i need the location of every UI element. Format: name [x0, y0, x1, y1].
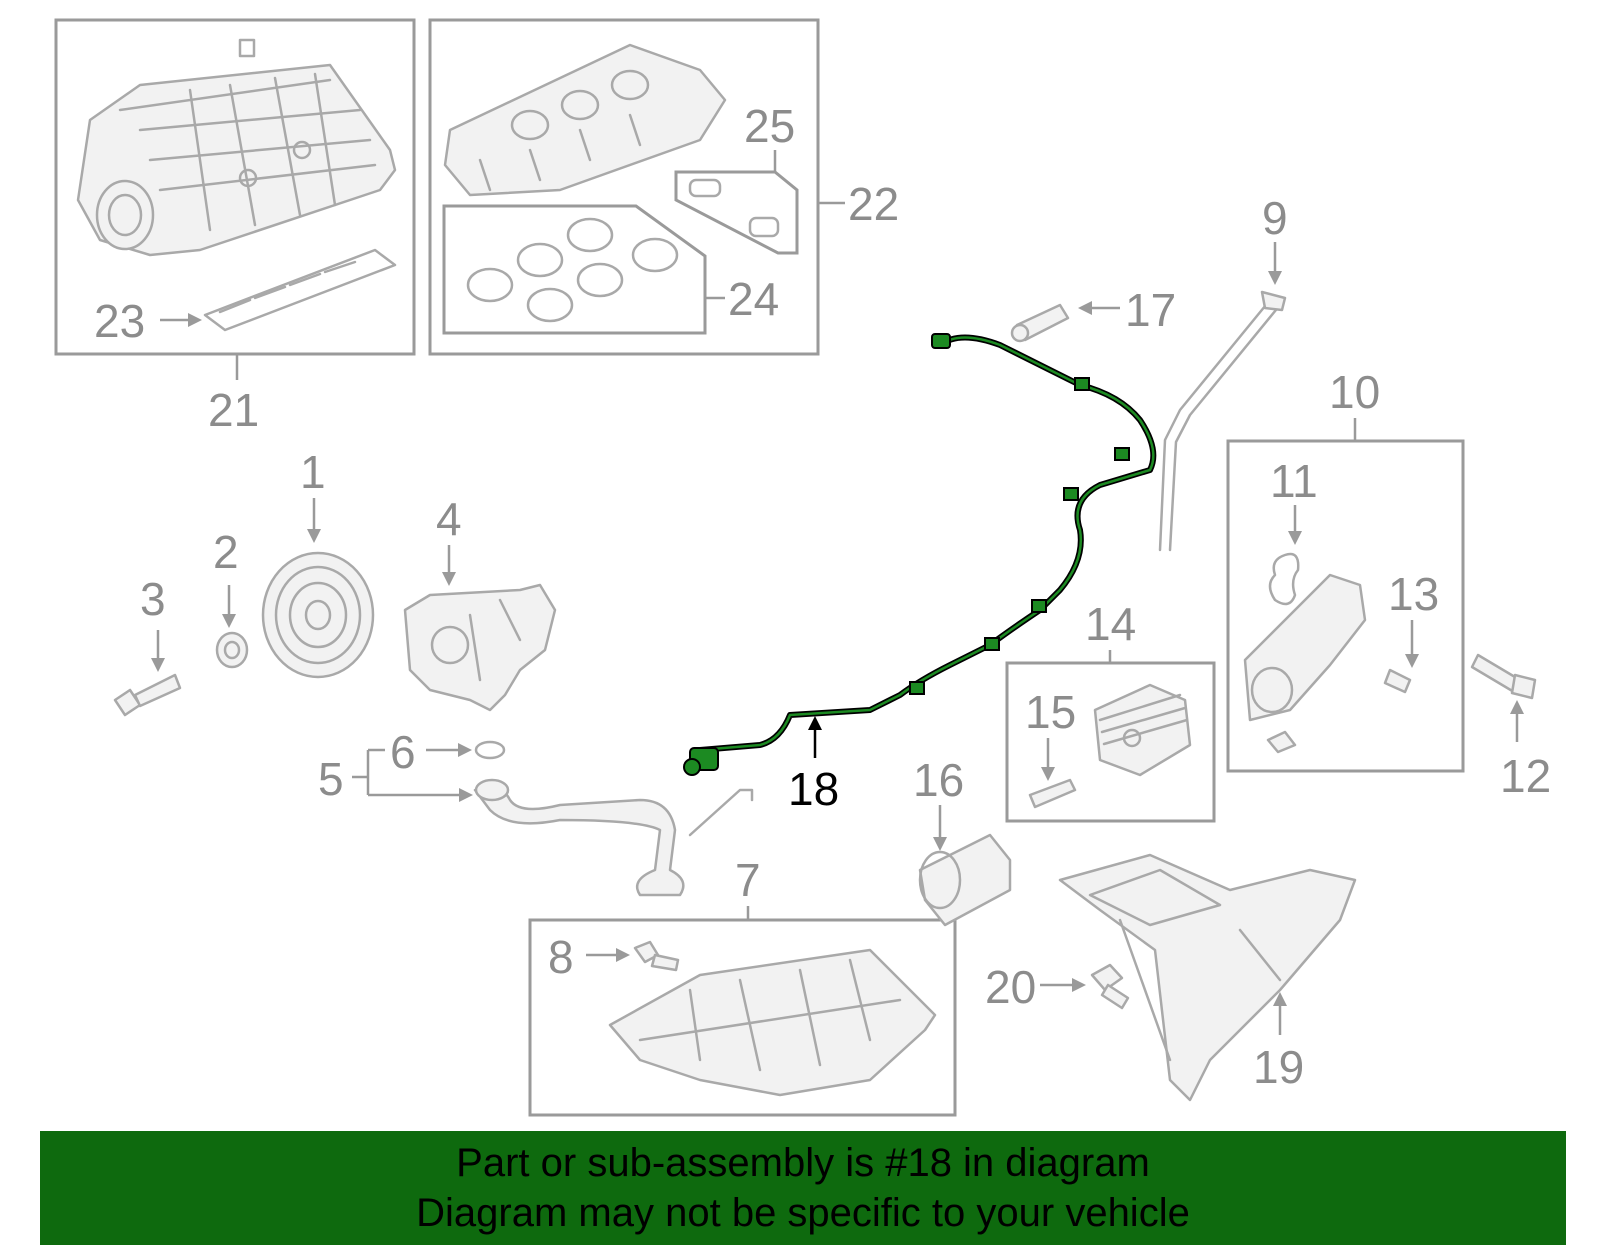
callout-3[interactable]: 3 [140, 573, 166, 625]
group-box-22 [428, 18, 820, 356]
group-box-10 [1226, 439, 1465, 773]
callout-19[interactable]: 19 [1253, 1041, 1304, 1093]
group-box-21 [54, 18, 416, 356]
intake-manifold-drawing [76, 38, 397, 257]
group-7-oil-pan: 7 8 [528, 854, 957, 1117]
callout-18[interactable]: 18 [788, 763, 839, 815]
callout-21[interactable]: 21 [208, 384, 259, 436]
callout-11[interactable]: 11 [1270, 455, 1318, 507]
callout-12[interactable]: 12 [1500, 750, 1551, 802]
callout-5[interactable]: 5 [318, 753, 344, 805]
callout-22[interactable]: 22 [848, 178, 899, 230]
part-12-bolt: 12 [1470, 653, 1551, 802]
callout-7[interactable]: 7 [735, 854, 761, 906]
part-3-bolt: 3 [113, 573, 182, 717]
part-18-wiring-harness-highlighted[interactable]: 18 [683, 333, 1157, 815]
gasket-box-24 [442, 204, 707, 335]
part-2-washer: 2 [213, 526, 249, 669]
part-5-6-oil-pickup: 5 6 [318, 726, 754, 897]
callout-6[interactable]: 6 [390, 726, 416, 778]
group-22-lower-manifold: 25 24 22 [428, 18, 899, 356]
callout-24[interactable]: 24 [728, 273, 779, 325]
part-19-20-windage-tray: 20 19 [985, 853, 1357, 1102]
group-14-oil-cooler: 14 15 [1005, 598, 1216, 823]
callout-17[interactable]: 17 [1125, 284, 1176, 336]
part-1-crank-pulley: 1 [261, 446, 375, 679]
group-box-7 [528, 918, 957, 1117]
part-9-dipstick-tube: 9 [1158, 192, 1288, 552]
callout-13[interactable]: 13 [1388, 568, 1439, 620]
part-4-oil-pump: 4 [403, 493, 557, 712]
callout-20[interactable]: 20 [985, 961, 1036, 1013]
callout-9[interactable]: 9 [1262, 192, 1288, 244]
info-banner: Part or sub-assembly is #18 in diagram D… [40, 1131, 1566, 1245]
part-17-sensor: 17 [1010, 284, 1176, 343]
callout-14[interactable]: 14 [1085, 598, 1136, 650]
callout-2[interactable]: 2 [213, 526, 239, 578]
lower-manifold-drawing [443, 43, 727, 197]
callout-1[interactable]: 1 [300, 446, 326, 498]
banner-line-1: Part or sub-assembly is #18 in diagram [456, 1141, 1150, 1185]
group-21-intake-manifold: 23 21 [54, 18, 416, 436]
callout-16[interactable]: 16 [913, 754, 964, 806]
callout-8[interactable]: 8 [548, 931, 574, 983]
part-16-oil-filter: 16 [913, 754, 1012, 927]
callout-10[interactable]: 10 [1329, 366, 1380, 418]
intake-gasket-23-drawing [203, 248, 397, 332]
callout-25[interactable]: 25 [744, 100, 795, 152]
group-10-filter-adapter: 10 11 13 [1226, 366, 1465, 773]
callout-15[interactable]: 15 [1025, 686, 1076, 738]
callout-23[interactable]: 23 [94, 295, 145, 347]
gasket-box-25 [674, 170, 799, 255]
banner-line-2: Diagram may not be specific to your vehi… [416, 1191, 1190, 1235]
callout-4[interactable]: 4 [436, 493, 462, 545]
